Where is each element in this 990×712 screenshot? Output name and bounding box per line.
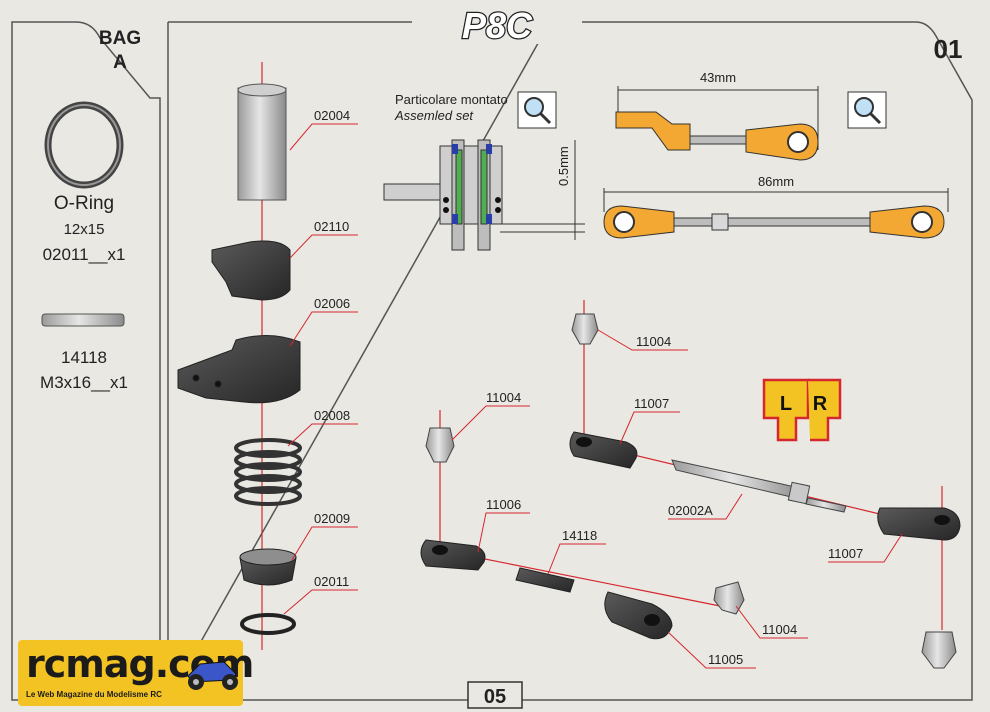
ballstud-11004-left xyxy=(425,427,455,463)
callout-02004: 02004 xyxy=(314,108,350,123)
callout-02008: 02008 xyxy=(314,408,350,423)
ballstud-11004-top xyxy=(571,313,599,345)
callout-11004-lower: 11004 xyxy=(762,622,797,637)
buggy-icon xyxy=(187,661,238,690)
header-title: P8C xyxy=(412,4,582,47)
rodend-11007-upper xyxy=(569,431,638,469)
rcmag-logo[interactable]: rcmag.com Le Web Magazine du Modelisme R… xyxy=(18,640,254,706)
rodend-11005 xyxy=(604,591,673,640)
rodend-11007-right xyxy=(877,507,961,541)
callout-11004-left: 11004 xyxy=(486,390,521,405)
oring-name: O-Ring xyxy=(54,193,114,214)
dimension-label: 0.5mm xyxy=(556,146,571,186)
part-02110-arm xyxy=(211,240,291,301)
part-02011-oring xyxy=(240,613,296,635)
ballstud-11004-lower xyxy=(713,581,745,615)
assembled-section-view xyxy=(383,139,503,251)
short-link-length: 43mm xyxy=(700,70,736,85)
lr-badge xyxy=(762,378,842,442)
part-02006-bellcrank xyxy=(177,334,301,404)
assembled-title: Particolare montato xyxy=(395,92,508,107)
callout-02006: 02006 xyxy=(314,296,350,311)
linkage-callout-leaders xyxy=(451,329,903,669)
oring-size: 12x15 xyxy=(64,221,105,238)
lr-badge-right: R xyxy=(813,393,828,415)
callout-11007-upper: 11007 xyxy=(634,396,669,411)
pin-14118 xyxy=(515,567,575,593)
step-number: 01 xyxy=(934,34,963,64)
page-number-box xyxy=(467,681,523,709)
callout-02002A: 02002A xyxy=(668,503,713,518)
dimension-05mm xyxy=(500,140,585,240)
short-link-drawing xyxy=(615,86,819,161)
callout-14118: 14118 xyxy=(562,528,597,543)
magnifier-icon-2 xyxy=(847,91,887,129)
callout-11006: 11006 xyxy=(486,497,521,512)
callout-11004-top: 11004 xyxy=(636,334,671,349)
long-link-length: 86mm xyxy=(758,174,794,189)
logo-tagline: Le Web Magazine du Modelisme RC xyxy=(26,690,162,699)
page-frames xyxy=(11,21,973,701)
rod-02002A xyxy=(671,459,847,513)
lr-badge-left: L xyxy=(780,393,792,415)
callout-02110: 02110 xyxy=(314,219,349,234)
callout-02011: 02011 xyxy=(314,574,349,589)
page-number: 05 xyxy=(484,686,506,708)
rodend-11006 xyxy=(420,539,486,571)
product-title: P8C xyxy=(462,5,533,46)
bag-label-line1: BAG xyxy=(99,28,141,49)
callout-02009: 02009 xyxy=(314,511,350,526)
ballstud-11004-bottom-right xyxy=(921,631,957,669)
callout-leaders xyxy=(283,123,358,615)
magnifier-icon xyxy=(517,91,557,129)
part-02008-spring xyxy=(234,438,302,506)
oring-code: 02011__x1 xyxy=(43,245,126,264)
assembled-subtitle: Assemled set xyxy=(394,108,474,123)
part-02009-collar xyxy=(239,548,297,586)
callout-11007-right: 11007 xyxy=(828,546,863,561)
pin-code: 14118 xyxy=(61,348,107,367)
callout-11005: 11005 xyxy=(708,652,743,667)
part-02004-sleeve xyxy=(237,83,287,201)
bag-label-line2: A xyxy=(113,52,127,73)
oring-part-icon xyxy=(44,101,124,189)
long-link-drawing xyxy=(603,188,949,239)
pin-spec: M3x16__x1 xyxy=(40,373,128,392)
pin-part-icon xyxy=(41,313,125,327)
